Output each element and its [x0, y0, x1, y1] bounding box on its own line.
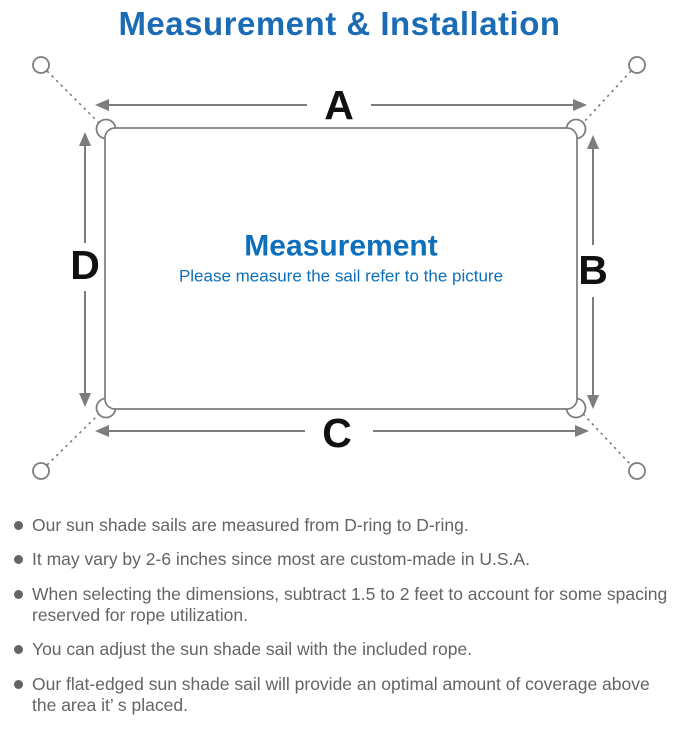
- sail-rectangle: [104, 127, 578, 410]
- bullet-dot-icon: [14, 679, 23, 689]
- dim-label-d: D: [70, 242, 100, 288]
- note-text: When selecting the dimensions, subtract …: [32, 583, 668, 626]
- notes-list: Our sun shade sails are measured from D-…: [0, 508, 679, 716]
- note-text: Our sun shade sails are measured from D-…: [32, 515, 469, 535]
- page-title: Measurement & Installation: [118, 5, 561, 42]
- rope-line-bottom-right: [582, 413, 632, 466]
- anchor-point-top-right: [628, 56, 646, 74]
- dim-label-a: A: [324, 82, 354, 128]
- note-item: You can adjust the sun shade sail with t…: [12, 639, 671, 660]
- dim-label-c: C: [322, 410, 352, 456]
- rope-line-bottom-left: [46, 413, 100, 466]
- rope-line-top-left: [46, 70, 100, 124]
- note-item: When selecting the dimensions, subtract …: [12, 584, 671, 627]
- note-item: Our flat-edged sun shade sail will provi…: [12, 674, 671, 717]
- anchor-point-bottom-left: [32, 462, 50, 480]
- bullet-dot-icon: [14, 589, 23, 599]
- dim-label-b: B: [578, 247, 608, 293]
- note-item: It may vary by 2-6 inches since most are…: [12, 549, 671, 570]
- anchor-point-bottom-right: [628, 462, 646, 480]
- note-item: Our sun shade sails are measured from D-…: [12, 515, 671, 536]
- measurement-diagram: A C D B Measurement Please measure the s…: [32, 56, 646, 480]
- bullet-dot-icon: [14, 555, 23, 565]
- note-text: It may vary by 2-6 inches since most are…: [32, 549, 530, 570]
- note-text: You can adjust the sun shade sail with t…: [32, 639, 473, 660]
- bullet-dot-icon: [14, 645, 23, 655]
- diagram-center-subtitle: Please measure the sail refer to the pic…: [179, 267, 503, 286]
- note-text: Our flat-edged sun shade sail will provi…: [32, 673, 650, 716]
- anchor-point-top-left: [32, 56, 50, 74]
- diagram-center-title: Measurement: [244, 230, 437, 263]
- rope-line-top-right: [582, 70, 632, 124]
- bullet-dot-icon: [14, 521, 23, 530]
